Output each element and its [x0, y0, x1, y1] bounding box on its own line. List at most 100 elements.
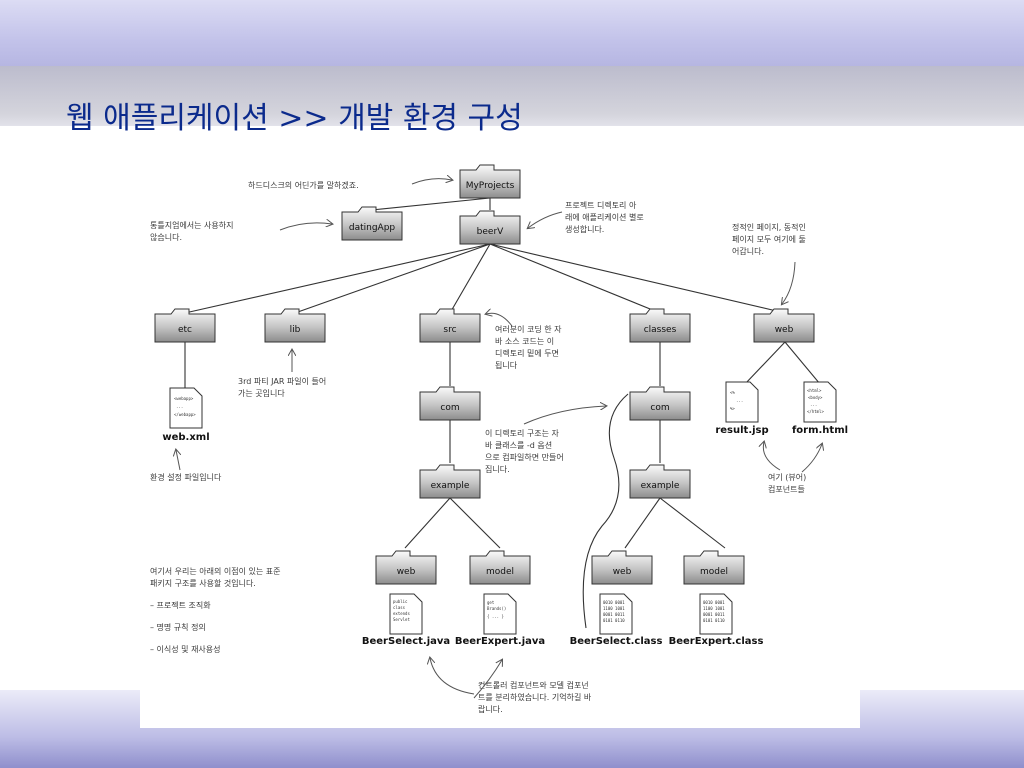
folder-web: web — [753, 308, 815, 343]
folder-icon — [753, 308, 815, 343]
arrow-icon — [473, 660, 502, 699]
folder-icon — [591, 550, 653, 585]
note-line: 환경 설정 파일입니다 — [150, 472, 222, 482]
folder-src: src — [419, 308, 481, 343]
folder-classes-example: example — [629, 464, 691, 499]
folder-label: example — [641, 481, 680, 491]
svg-text:Servlet: Servlet — [393, 617, 410, 622]
folder-src-web: web — [375, 550, 437, 585]
folder-icon — [459, 164, 521, 199]
folder-icon — [629, 386, 691, 421]
file-label: BeerSelect.class — [570, 636, 663, 647]
svg-text:1100 1001: 1100 1001 — [703, 606, 725, 611]
file-web-xml: <webapp> ... </webapp> web.xml — [162, 387, 210, 443]
arrow-icon — [763, 442, 781, 471]
file-label: result.jsp — [715, 425, 768, 436]
svg-text:<body>: <body> — [808, 395, 823, 400]
svg-text:0101 0110: 0101 0110 — [703, 618, 725, 623]
folder-icon — [375, 550, 437, 585]
note-line: 생성합니다. — [565, 224, 604, 234]
folder-label: model — [486, 567, 514, 577]
svg-text:</webapp>: </webapp> — [174, 412, 196, 417]
file-label: BeerSelect.java — [362, 636, 450, 647]
document-icon — [169, 387, 203, 429]
svg-text:<html>: <html> — [807, 388, 822, 393]
note-lib: 3rd 파티 JAR 파일이 들어 가는 곳입니다 — [238, 376, 326, 398]
note-line: 래에 애플리케이션 별로 — [565, 212, 644, 222]
document-icon — [599, 593, 633, 635]
note-line: 으로 컴파일하면 만들어 — [485, 452, 564, 462]
note-datingapp: 통틀지엄에서는 사용하지 않습니다. — [150, 220, 234, 242]
document-icon — [483, 593, 517, 635]
tree-connectors — [184, 197, 821, 549]
svg-text:0001 0011: 0001 0011 — [703, 612, 725, 617]
svg-text:</html>: </html> — [807, 409, 824, 414]
document-icon — [725, 381, 759, 423]
arrow-icon — [430, 658, 475, 695]
note-line: 여기 (뷰어) — [768, 472, 806, 482]
svg-text:get: get — [487, 600, 495, 605]
note-line: 컴포넌트들 — [768, 485, 805, 494]
note-views: 여기 (뷰어) 컴포넌트들 — [768, 472, 806, 494]
header-band — [0, 0, 1024, 66]
svg-text:%>: %> — [730, 406, 735, 411]
svg-text:<webapp>: <webapp> — [174, 396, 194, 401]
svg-text:0001 0011: 0001 0011 — [603, 612, 625, 617]
note-line: 어갑니다. — [732, 246, 764, 256]
folder-lib: lib — [264, 308, 326, 343]
arrow-icon — [801, 444, 822, 473]
note-line: 정적인 페이지, 동적인 — [732, 222, 806, 232]
note-line: – 프로젝트 조직화 — [150, 600, 211, 610]
folder-label: beerV — [477, 227, 504, 237]
arrow-icon — [523, 406, 606, 425]
file-beerexpert-class: 0010 0001 1100 1001 0001 0011 0101 0110 … — [669, 593, 763, 647]
folder-icon — [264, 308, 326, 343]
slide-title: 웹 애플리케이션 >> 개발 환경 구성 — [66, 101, 523, 136]
folder-icon — [683, 550, 745, 585]
document-icon — [803, 381, 837, 423]
note-line: 컨트롤러 컴포넌트와 모델 컴포넌 — [478, 680, 589, 690]
folder-icon — [419, 386, 481, 421]
arrow-icon — [782, 261, 796, 304]
document-icon — [699, 593, 733, 635]
svg-text:Brands(): Brands() — [487, 606, 506, 611]
folder-src-example: example — [419, 464, 481, 499]
diagram-panel: MyProjects datingApp beerV etc lib src c… — [140, 158, 860, 728]
arrow-icon — [411, 179, 452, 185]
svg-text:class: class — [393, 605, 406, 610]
folder-label: datingApp — [349, 223, 396, 233]
note-static: 정적인 페이지, 동적인 페이지 모두 여기에 둘 어갑니다. — [732, 222, 806, 256]
arrow-icon — [528, 211, 563, 228]
note-structure: 여기서 우리는 아래의 이점이 있는 표준 패키지 구조를 사용할 것입니다. … — [150, 566, 280, 654]
file-label: form.html — [792, 425, 848, 436]
note-webxml: 환경 설정 파일입니다 — [150, 472, 222, 482]
folder-icon — [469, 550, 531, 585]
note-controller: 컨트롤러 컴포넌트와 모델 컴포넌 트를 분리하였습니다. 기억하길 바 랍니다… — [478, 680, 592, 714]
folder-icon — [154, 308, 216, 343]
folder-label: MyProjects — [466, 181, 515, 191]
note-harddisk: 하드디스크의 어딘가를 말하겠죠. — [248, 180, 359, 190]
svg-text:0010 0001: 0010 0001 — [603, 600, 625, 605]
note-line: 여러분이 코딩 한 자 — [495, 324, 562, 334]
folder-icon — [629, 464, 691, 499]
svg-text:extends: extends — [393, 611, 410, 616]
note-line: 가는 곳입니다 — [238, 388, 285, 398]
note-line: 바 소스 코드는 이 — [495, 336, 554, 346]
file-label: web.xml — [162, 432, 209, 443]
note-line: 않습니다. — [150, 232, 182, 242]
arrow-icon — [176, 450, 180, 471]
folder-src-com: com — [419, 386, 481, 421]
note-line: 디렉토리 밑에 두면 — [495, 348, 559, 358]
svg-text:0101 0110: 0101 0110 — [603, 618, 625, 623]
note-line: 집니다. — [485, 464, 510, 474]
folder-icon — [629, 308, 691, 343]
note-line: 랍니다. — [478, 704, 503, 714]
note-line: 여기서 우리는 아래의 이점이 있는 표준 — [150, 566, 280, 576]
svg-text:{ ... }: { ... } — [487, 614, 504, 619]
arrow-icon — [279, 223, 332, 231]
folder-label: model — [700, 567, 728, 577]
svg-text:...: ... — [176, 404, 183, 409]
file-beerexpert-java: get Brands() { ... } BeerExpert.java — [455, 593, 545, 647]
folder-icon — [459, 210, 521, 245]
note-src: 여러분이 코딩 한 자 바 소스 코드는 이 디렉토리 밑에 두면 됩니다 — [495, 324, 562, 370]
